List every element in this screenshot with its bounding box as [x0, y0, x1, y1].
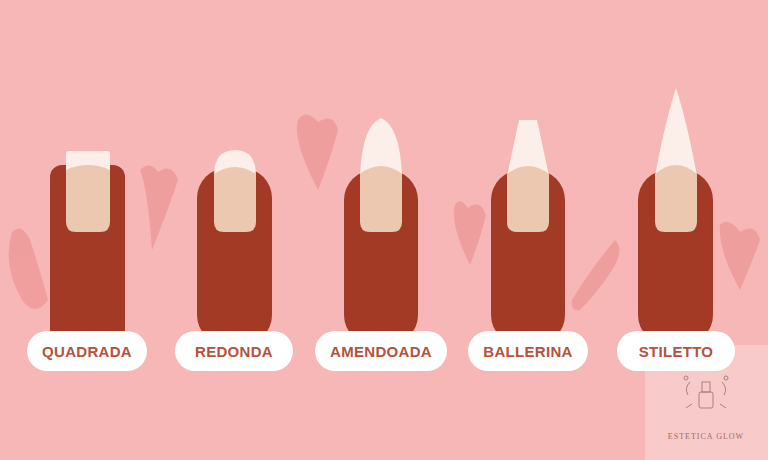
shape-name: AMENDOADA: [330, 343, 432, 360]
shape-label-pill: STILETTO: [617, 331, 735, 371]
shape-name: BALLERINA: [483, 343, 572, 360]
shape-label-pill: QUADRADA: [27, 331, 147, 371]
shape-name: STILETTO: [639, 343, 714, 360]
nail-bed: [66, 165, 697, 232]
watermark-text: ESTETICA GLOW: [648, 432, 764, 441]
shape-label-pill: REDONDA: [175, 331, 293, 371]
nail-tip: [66, 88, 697, 176]
shape-name: REDONDA: [195, 343, 273, 360]
shape-label-pill: AMENDOADA: [315, 331, 447, 371]
shape-label-pill: BALLERINA: [468, 331, 588, 371]
shape-name: QUADRADA: [42, 343, 132, 360]
finger: [50, 165, 713, 345]
